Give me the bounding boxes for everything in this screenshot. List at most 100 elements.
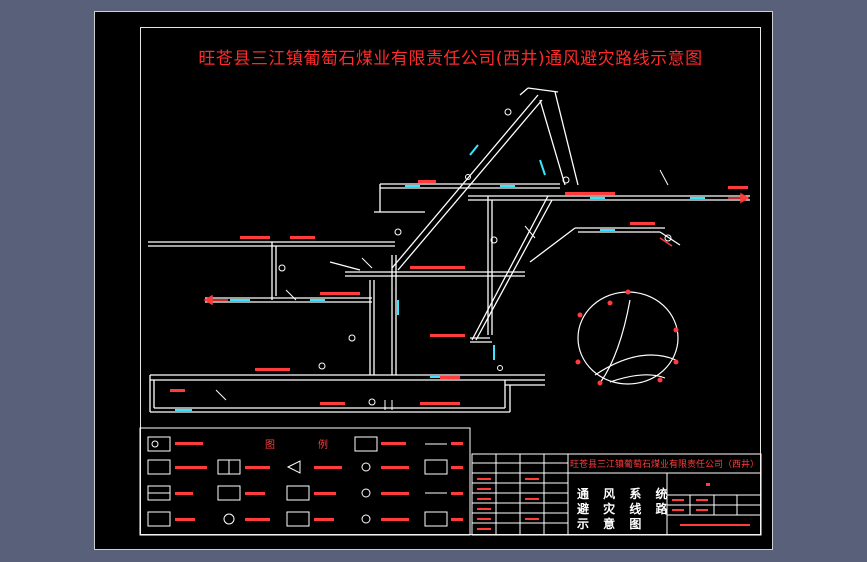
fresh-air-segments	[175, 144, 705, 411]
legend-symbol	[147, 459, 171, 475]
drawing-title: 旺苍县三江镇葡萄石煤业有限责任公司(西井)通风避灾路线示意图	[198, 49, 703, 69]
roadway	[527, 87, 559, 93]
roadway	[519, 87, 529, 96]
arrow	[659, 237, 673, 247]
title-block	[471, 453, 762, 536]
legend-symbols	[147, 436, 448, 527]
legend-caption	[381, 466, 409, 469]
symbol	[504, 108, 512, 116]
legend-caption	[175, 466, 207, 469]
title-block-caption	[477, 488, 491, 490]
circuit-loop	[577, 291, 679, 385]
symbol	[562, 176, 570, 184]
title-block-caption	[696, 509, 708, 511]
legend-symbol	[286, 460, 301, 474]
symbol	[497, 365, 503, 371]
airflow-arrows	[203, 192, 750, 306]
symbol	[361, 257, 373, 269]
legend-symbol	[223, 513, 235, 525]
drawing-name-line: 避 灾 线 路	[577, 502, 673, 516]
title-block-caption	[477, 508, 491, 510]
legend-caption	[245, 492, 265, 495]
arrow-head	[203, 294, 213, 306]
route-labels	[170, 180, 748, 405]
legend-caption	[381, 492, 409, 495]
route-label	[320, 402, 345, 405]
legend-symbol	[361, 462, 371, 472]
title-block-caption	[672, 499, 684, 501]
node	[625, 289, 631, 295]
symbol	[524, 225, 536, 239]
title-block-caption	[525, 518, 539, 520]
title-block-caption	[525, 498, 539, 500]
symbol	[394, 228, 402, 236]
symbol	[664, 234, 672, 242]
ventilation-network-circuit	[577, 291, 679, 385]
air-segment	[539, 159, 546, 176]
legend-caption	[314, 518, 334, 521]
symbol	[368, 398, 376, 406]
roadway	[554, 91, 579, 186]
node	[673, 327, 679, 333]
title-block-drawing-name: 通 风 系 统 避 灾 线 路 示 意 图	[577, 487, 677, 532]
legend-caption	[314, 466, 342, 469]
legend-caption	[381, 442, 406, 445]
legend-captions	[175, 442, 463, 521]
route-label	[418, 180, 436, 183]
air-segment	[469, 144, 479, 156]
title-block-caption	[525, 478, 539, 480]
equipment-symbols	[215, 108, 672, 410]
symbol	[465, 174, 471, 180]
legend-caption	[245, 466, 270, 469]
circuit-branch	[599, 299, 631, 384]
route-label	[565, 192, 615, 195]
node	[657, 377, 663, 383]
symbol	[215, 389, 227, 401]
legend-symbol	[151, 440, 159, 448]
legend-heading-left: 图	[265, 440, 275, 451]
route-label	[728, 186, 748, 189]
legend-table	[139, 427, 471, 536]
legend-caption	[175, 492, 193, 495]
legend-symbol	[354, 436, 378, 452]
legend-symbol	[286, 485, 310, 501]
route-label	[290, 236, 315, 239]
legend-symbol	[286, 511, 310, 527]
symbol	[285, 289, 297, 301]
node	[577, 312, 583, 318]
title-block-caption	[696, 499, 708, 501]
circuit-branch	[609, 374, 666, 383]
title-block-caption	[477, 498, 491, 500]
roadway	[539, 99, 566, 186]
legend-caption	[175, 442, 203, 445]
route-label	[430, 334, 465, 337]
symbol	[490, 236, 498, 244]
circuit-branch	[594, 354, 677, 376]
roadway-network	[148, 87, 750, 413]
title-block-caption	[477, 528, 491, 530]
route-label	[630, 222, 655, 225]
title-block-caption	[706, 483, 710, 486]
legend-symbol	[147, 511, 171, 527]
incline	[529, 227, 576, 263]
route-label	[420, 402, 460, 405]
route-label	[410, 266, 465, 269]
legend-caption	[451, 518, 463, 521]
incline	[475, 199, 553, 341]
legend-heading-right: 例	[318, 440, 328, 451]
legend-symbol	[361, 514, 371, 524]
legend-caption	[381, 518, 409, 521]
incline	[391, 94, 539, 269]
symbol	[318, 362, 326, 370]
legend-caption	[451, 466, 463, 469]
roadway	[659, 231, 681, 246]
title-block-company: 旺苍县三江镇葡萄石煤业有限责任公司（西井）	[570, 460, 760, 470]
node	[607, 300, 613, 306]
title-block-caption	[680, 524, 750, 526]
legend-caption	[451, 492, 463, 495]
route-label	[440, 376, 460, 379]
legend-caption	[245, 518, 270, 521]
legend-caption	[314, 492, 336, 495]
node	[575, 359, 581, 365]
